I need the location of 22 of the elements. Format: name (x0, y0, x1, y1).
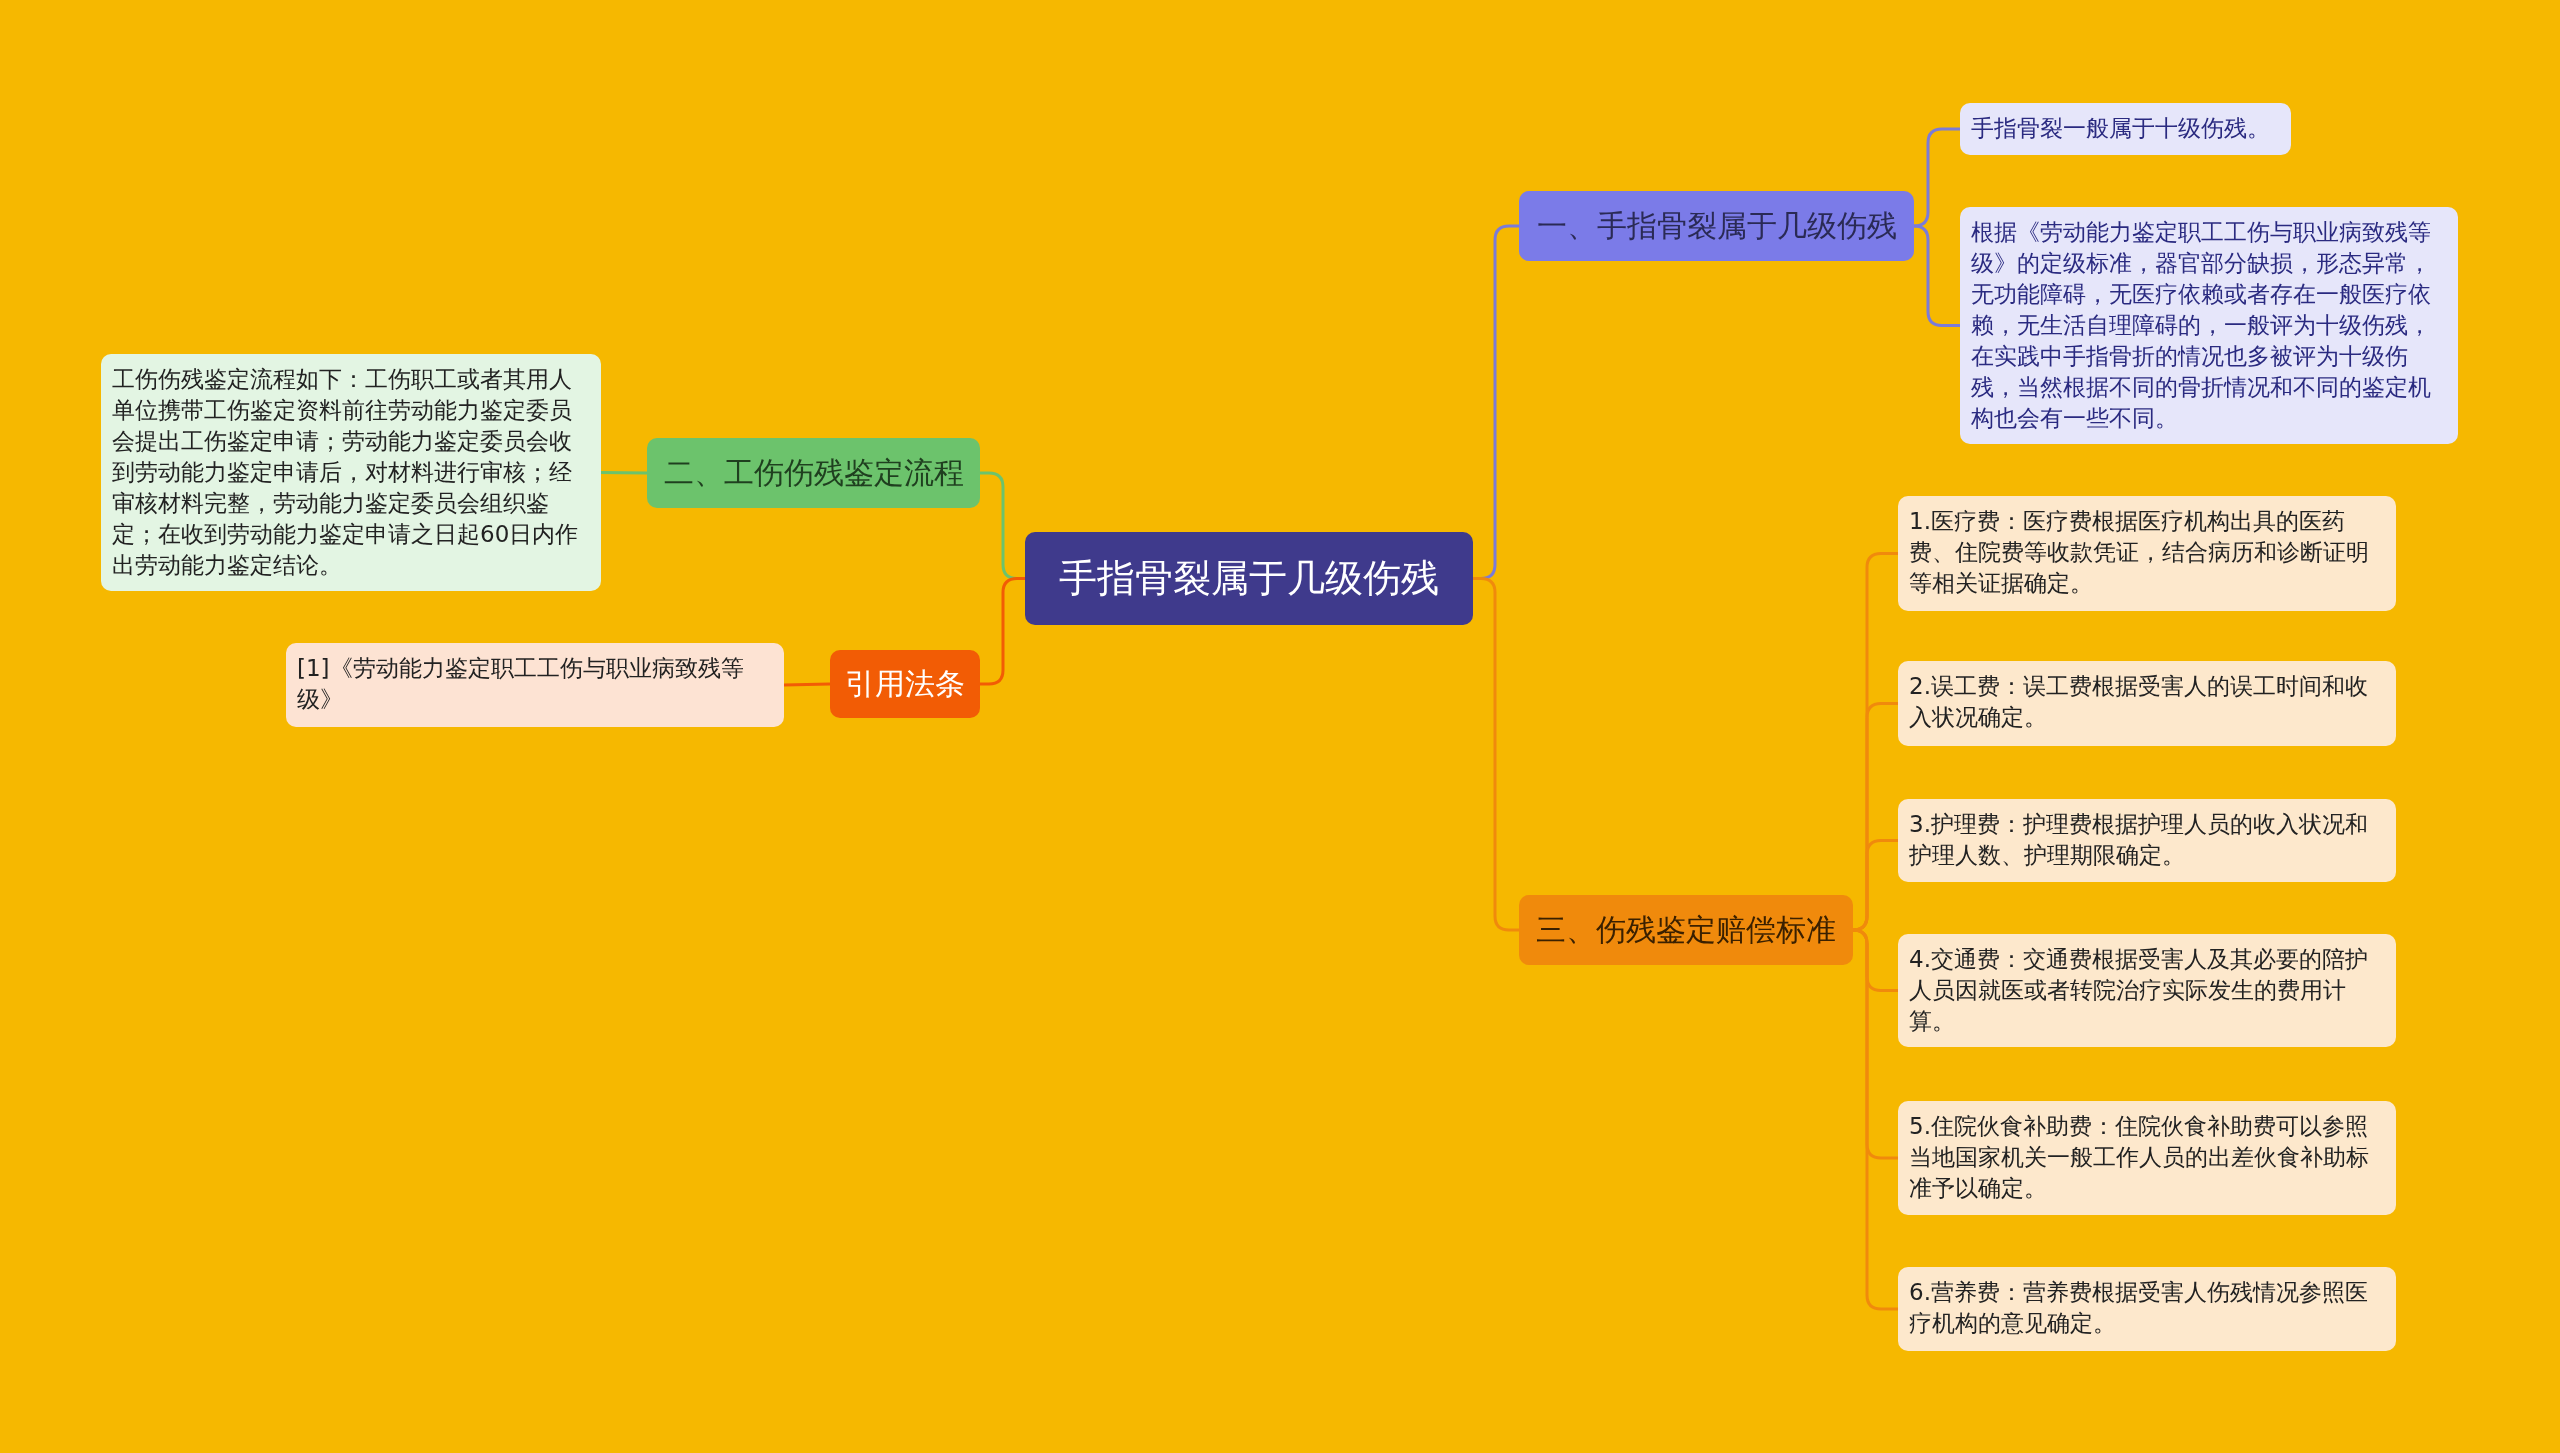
connector (783, 682, 831, 687)
connector (1912, 224, 1960, 327)
note-box: 4.交通费：交通费根据受害人及其必要的陪护人员因就医或者转院治疗实际发生的费用计算。 (1898, 934, 2396, 1047)
note-box: 根据《劳动能力鉴定职工工伤与职业病致残等级》的定级标准，器官部分缺损，形态异常，无功能障碍，无医疗依赖或者存在一般医疗依赖，无生活自理障碍的，一般评为十级伤残，在实践中手指骨折的情况也多被评为十级伤残，当然根据不同的骨折情况和不同的鉴定机构也会有一些不同。 (1960, 207, 2458, 444)
note-box: 2.误工费：误工费根据受害人的误工时间和收入状况确定。 (1898, 661, 2396, 746)
note-box: 1.医疗费：医疗费根据医疗机构出具的医药费、住院费等收款凭证，结合病历和诊断证明等相关证据确定。 (1898, 496, 2396, 611)
connector (1473, 577, 1519, 932)
note-box: 5.住院伙食补助费：住院伙食补助费可以参照当地国家机关一般工作人员的出差伙食补助标准予以确定。 (1898, 1101, 2396, 1215)
note-box: 手指骨裂一般属于十级伤残。 (1960, 103, 2291, 155)
connector (1851, 839, 1898, 932)
note-box: 3.护理费：护理费根据护理人员的收入状况和护理人数、护理期限确定。 (1898, 799, 2396, 882)
note-box: 6.营养费：营养费根据受害人伤残情况参照医疗机构的意见确定。 (1898, 1267, 2396, 1351)
connector (601, 471, 647, 475)
branch-topic: 二、工伤伤残鉴定流程 (647, 438, 980, 508)
note-box: 工伤伤残鉴定流程如下：工伤职工或者其用人单位携带工伤鉴定资料前往劳动能力鉴定委员会提出工伤鉴定申请；劳动能力鉴定委员会收到劳动能力鉴定申请后，对材料进行审核；经审核材料完整，劳动能力鉴定委员会组织鉴定；在收到劳动能力鉴定申请之日起60日内作出劳动能力鉴定结论。 (101, 354, 601, 591)
branch-topic: 引用法条 (830, 650, 980, 718)
connector (1912, 127, 1960, 228)
branch-topic: 一、手指骨裂属于几级伤残 (1519, 191, 1914, 261)
branch-topic: 三、伤残鉴定赔偿标准 (1519, 895, 1853, 965)
central-topic: 手指骨裂属于几级伤残 (1025, 532, 1473, 625)
connector (980, 577, 1025, 686)
note-box: [1]《劳动能力鉴定职工工伤与职业病致残等级》 (286, 643, 784, 727)
